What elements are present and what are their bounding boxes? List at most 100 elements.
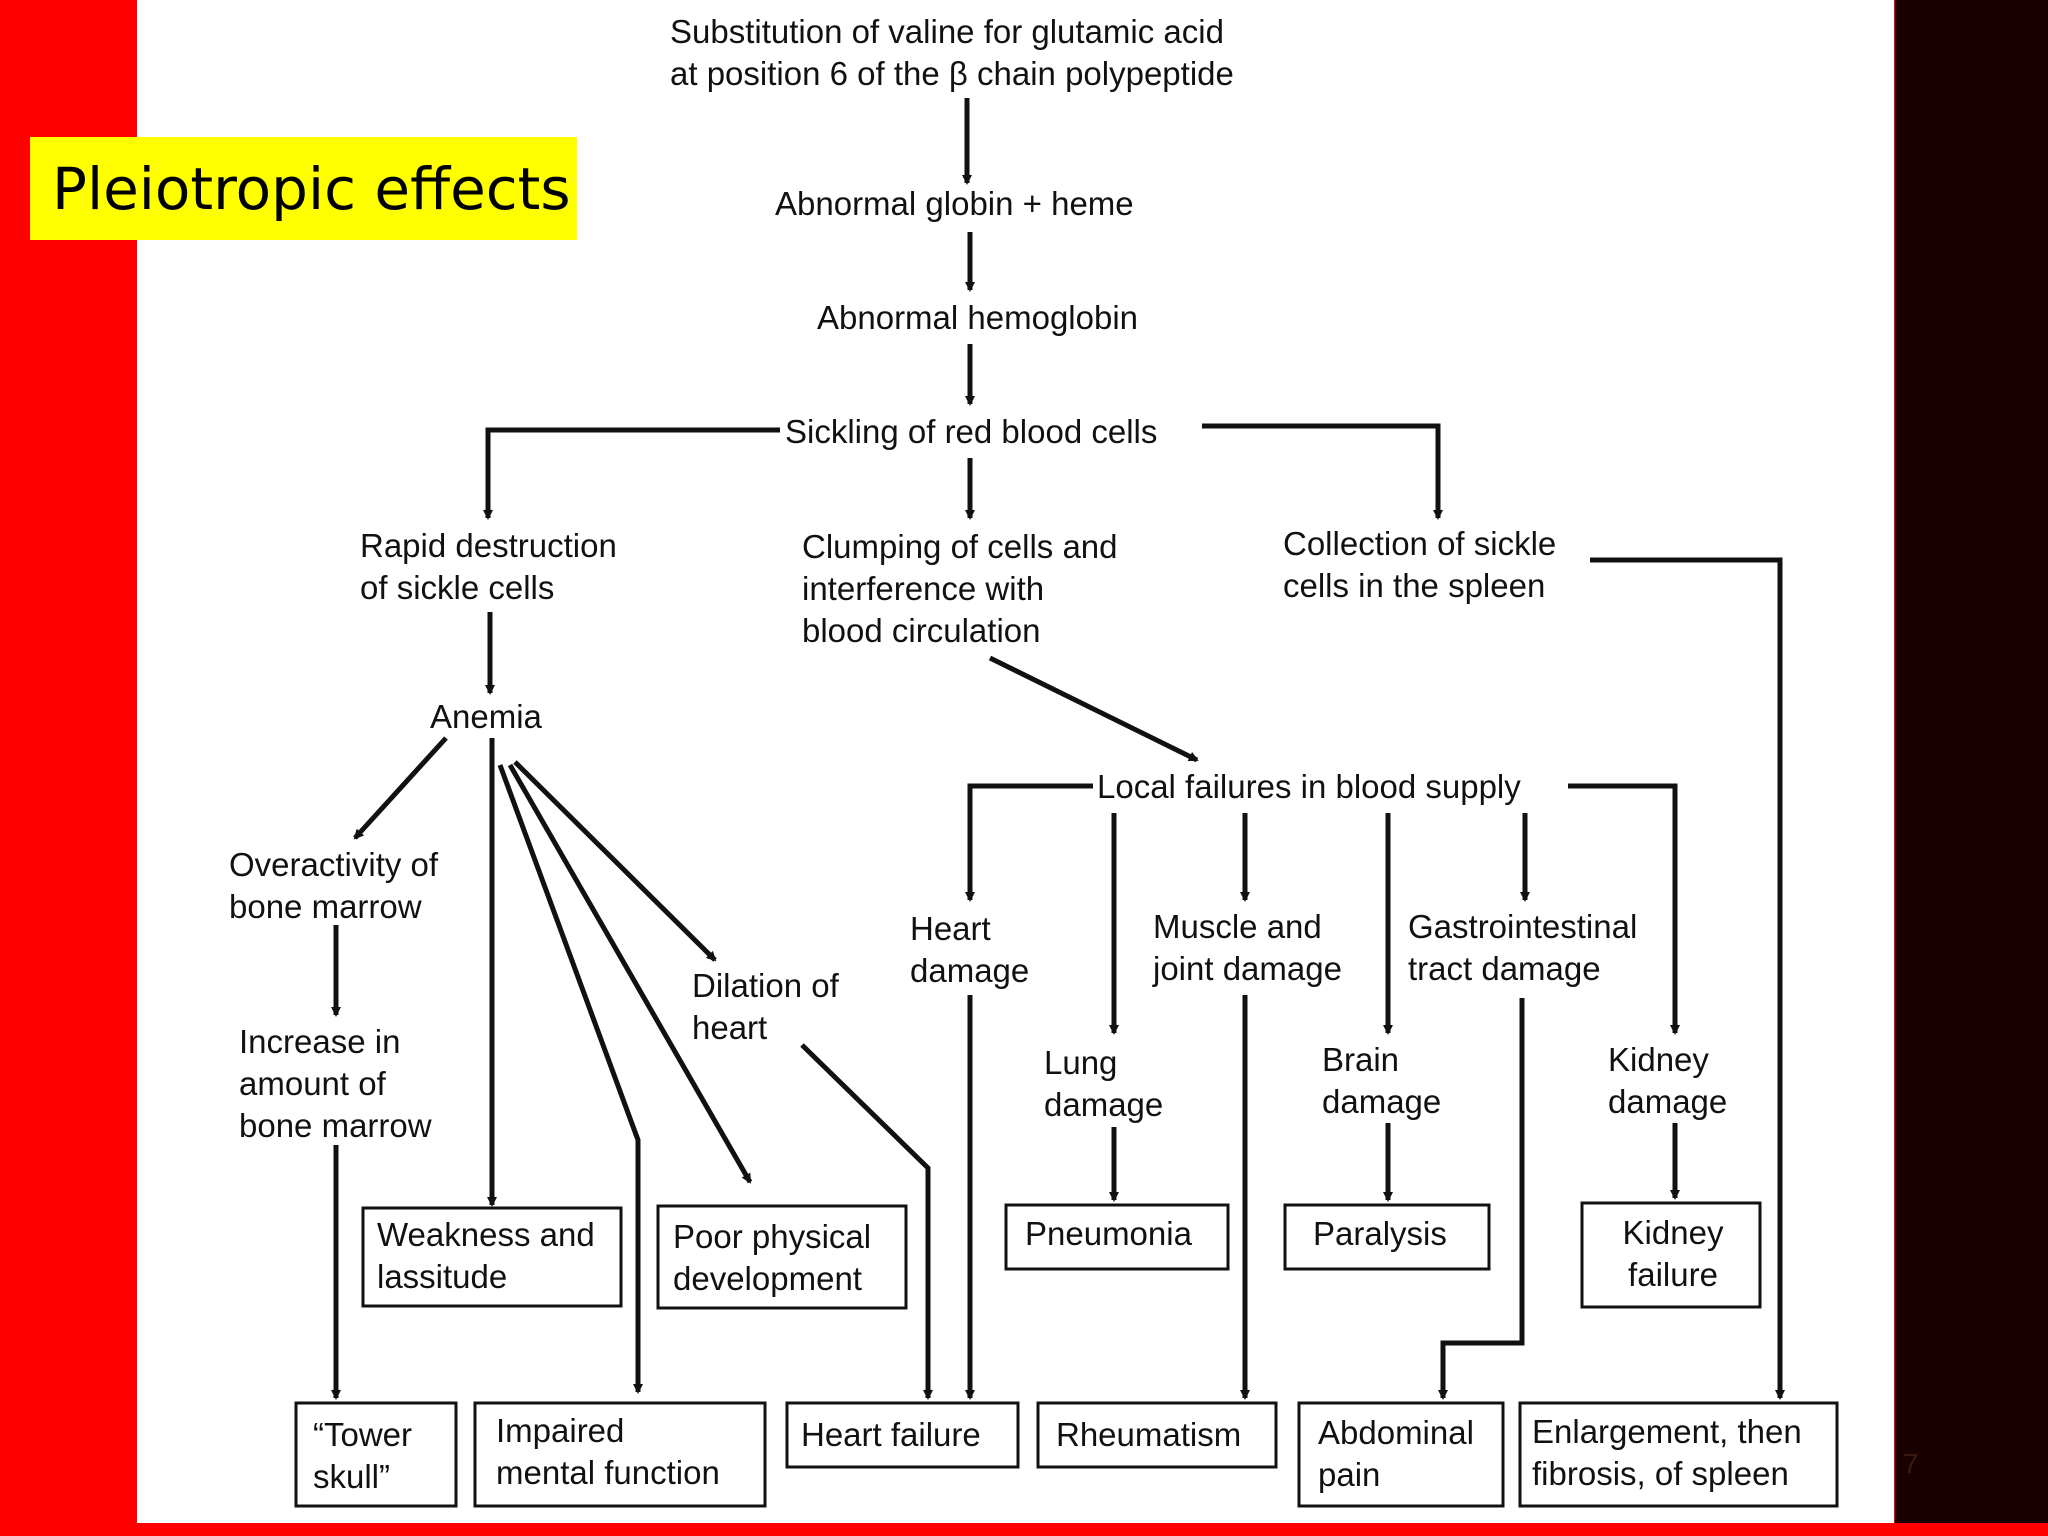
node-overactivity: Overactivity of bone marrow (229, 846, 439, 925)
right-dark-panel (1895, 0, 2048, 1536)
node-anemia: Anemia (430, 698, 543, 735)
edge-local-to-heart-damage (965, 783, 1093, 902)
node-increase-line-2: amount of (239, 1065, 387, 1102)
node-substitution-line-1: Substitution of valine for glutamic acid (670, 13, 1224, 50)
node-paralysis-line-1: Paralysis (1313, 1215, 1447, 1252)
node-weakness: Weakness and lassitude (377, 1216, 595, 1295)
node-rapid-line-1: Rapid destruction (360, 527, 617, 564)
edge-sickling-to-collection (1202, 423, 1443, 520)
banner-title: Pleiotropic effects (52, 154, 571, 223)
outcome-box-impaired (473, 1401, 767, 1508)
outcome-box-abdominal (1297, 1401, 1505, 1508)
labels-layer: Substitution of valine for glutamic acid… (229, 13, 1802, 1495)
node-dilation-line-2: heart (692, 1009, 767, 1046)
node-dilation-line-1: Dilation of (692, 967, 840, 1004)
node-rapid: Rapid destruction of sickle cells (360, 527, 617, 606)
node-abdominal-line-2: pain (1318, 1456, 1380, 1493)
outcome-box-weakness (361, 1206, 623, 1308)
edge-anemia-to-poor (507, 763, 753, 1184)
node-kidney-damage: Kidney damage (1608, 1041, 1727, 1120)
node-anemia-line-1: Anemia (430, 698, 543, 735)
node-local: Local failures in blood supply (1097, 768, 1521, 805)
node-globin: Abnormal globin + heme (775, 185, 1134, 222)
edge-anemia-to-overactivity (353, 736, 448, 840)
node-collection-line-1: Collection of sickle (1283, 525, 1556, 562)
node-poor-line-2: development (673, 1260, 862, 1297)
node-enlargement-line-1: Enlargement, then (1532, 1413, 1802, 1450)
node-heart-failure-line-1: Heart failure (801, 1416, 981, 1453)
edge-anemia-to-dilation (513, 760, 717, 962)
edge-collection-to-enlargement (1590, 557, 1785, 1400)
node-lung-damage-line-2: damage (1044, 1086, 1163, 1123)
node-impaired-line-1: Impaired (496, 1412, 624, 1449)
node-brain-damage-line-1: Brain (1322, 1041, 1399, 1078)
node-kidney-damage-line-1: Kidney (1608, 1041, 1709, 1078)
outcome-box-heart-failure (785, 1401, 1020, 1469)
node-heart-failure: Heart failure (801, 1416, 981, 1453)
node-clumping-line-1: Clumping of cells and (802, 528, 1118, 565)
edge-anemia-to-impaired (497, 764, 643, 1394)
outcome-box-paralysis (1283, 1203, 1491, 1271)
node-muscle-line-2: joint damage (1152, 950, 1342, 987)
node-brain-damage-line-2: damage (1322, 1083, 1441, 1120)
node-gi-line-2: tract damage (1408, 950, 1601, 987)
node-muscle: Muscle and joint damage (1152, 908, 1342, 987)
edge-clumping-to-local (988, 655, 1199, 763)
node-abdominal: Abdominal pain (1318, 1414, 1474, 1493)
node-heart-damage: Heart damage (910, 910, 1029, 989)
node-kidney-failure-line-1: Kidney (1623, 1214, 1724, 1251)
edge-sickling-to-rapid (483, 427, 780, 520)
node-poor-line-1: Poor physical (673, 1218, 871, 1255)
node-impaired: Impaired mental function (496, 1412, 720, 1491)
bottom-red-strip (0, 1523, 2048, 1536)
node-clumping: Clumping of cells and interference with bl… (802, 528, 1118, 649)
node-lung-damage-line-1: Lung (1044, 1044, 1117, 1081)
node-weakness-line-2: lassitude (377, 1258, 507, 1295)
outcome-box-kidney-failure (1580, 1201, 1762, 1309)
node-kidney-damage-line-2: damage (1608, 1083, 1727, 1120)
node-globin-line-1: Abnormal globin + heme (775, 185, 1134, 222)
node-lung-damage: Lung damage (1044, 1044, 1163, 1123)
node-collection: Collection of sickle cells in the spleen (1283, 525, 1556, 604)
node-pneumonia: Pneumonia (1025, 1215, 1193, 1252)
node-hemoglobin: Abnormal hemoglobin (817, 299, 1138, 336)
node-substitution: Substitution of valine for glutamic acid… (670, 13, 1234, 92)
node-muscle-line-1: Muscle and (1153, 908, 1322, 945)
node-impaired-line-2: mental function (496, 1454, 720, 1491)
boxes-layer (294, 1201, 1839, 1508)
node-abdominal-line-1: Abdominal (1318, 1414, 1474, 1451)
edge-local-to-kidney-damage (1568, 783, 1680, 1035)
node-tower-line-2: skull” (313, 1458, 390, 1495)
node-rheumatism-line-1: Rheumatism (1056, 1416, 1241, 1453)
node-sickling-line-1: Sickling of red blood cells (785, 413, 1157, 450)
edge-gi-to-abdominal (1438, 998, 1525, 1400)
node-dilation: Dilation of heart (692, 967, 840, 1046)
node-gi-line-1: Gastrointestinal (1408, 908, 1637, 945)
node-overactivity-line-2: bone marrow (229, 888, 422, 925)
node-poor: Poor physical development (673, 1218, 871, 1297)
node-paralysis: Paralysis (1313, 1215, 1447, 1252)
node-heart-damage-line-2: damage (910, 952, 1029, 989)
node-overactivity-line-1: Overactivity of (229, 846, 439, 883)
outcome-box-enlargement (1518, 1401, 1839, 1508)
node-gi: Gastrointestinal tract damage (1408, 908, 1637, 987)
node-clumping-line-3: blood circulation (802, 612, 1040, 649)
edges-layer (331, 98, 1785, 1400)
outcome-box-rheumatism (1036, 1401, 1278, 1469)
node-pneumonia-line-1: Pneumonia (1025, 1215, 1193, 1252)
node-collection-line-2: cells in the spleen (1283, 567, 1545, 604)
node-weakness-line-1: Weakness and (377, 1216, 595, 1253)
node-rapid-line-2: of sickle cells (360, 569, 554, 606)
outcome-box-tower (294, 1401, 458, 1508)
node-heart-damage-line-1: Heart (910, 910, 991, 947)
node-local-line-1: Local failures in blood supply (1097, 768, 1521, 805)
node-hemoglobin-line-1: Abnormal hemoglobin (817, 299, 1138, 336)
outcome-box-poor (656, 1204, 908, 1310)
outcome-box-pneumonia (1004, 1203, 1230, 1271)
node-brain-damage: Brain damage (1322, 1041, 1441, 1120)
slide-number: 7 (1903, 1448, 1919, 1479)
node-clumping-line-2: interference with (802, 570, 1044, 607)
